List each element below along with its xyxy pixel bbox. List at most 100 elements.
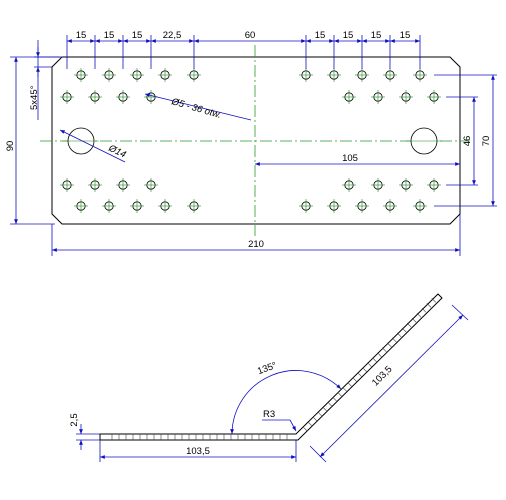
small-hole (187, 68, 201, 82)
left-leg-dimension: 103,5 (99, 440, 297, 462)
perforation-mark (337, 392, 343, 397)
right-dimensions: 46 70 (434, 74, 497, 207)
small-hole (413, 199, 427, 213)
row-spacing-label: 70 (481, 136, 492, 147)
perforation-mark (406, 322, 412, 328)
small-hole (102, 199, 116, 213)
half-length-label: 105 (342, 153, 358, 164)
perforation-mark (357, 372, 362, 377)
perforation-mark (367, 362, 372, 367)
small-hole (327, 199, 341, 213)
perforation-mark (322, 406, 328, 412)
height-label: 90 (5, 141, 16, 152)
dim-15-c: 15 (132, 30, 143, 41)
thickness-label: 2,5 (69, 413, 80, 426)
inner-height-label: 46 (462, 136, 473, 147)
small-hole (130, 199, 144, 213)
small-hole (342, 178, 356, 192)
perforation-mark (312, 416, 318, 422)
dim-15-e: 15 (343, 30, 354, 41)
perforation-mark (317, 411, 323, 417)
right-leg-label: 103,5 (370, 364, 395, 389)
small-hole (355, 199, 369, 213)
perforation-mark (387, 342, 392, 348)
bend-radius-callout: R3 (262, 409, 297, 432)
small-hole (60, 178, 74, 192)
dim-60: 60 (245, 30, 256, 41)
perforation-mark (396, 332, 402, 338)
perforation-mark (342, 387, 348, 392)
perforation-mark (411, 317, 417, 323)
small-hole (102, 68, 116, 82)
small-hole (299, 199, 313, 213)
hole-callout: Ø5 - 36 otw. (144, 93, 252, 121)
perforation-mark (352, 377, 357, 382)
large-hole-right (406, 127, 442, 155)
perforation-mark (431, 298, 437, 303)
large-hole-left (63, 127, 99, 155)
small-hole (355, 68, 369, 82)
small-hole (371, 178, 385, 192)
small-hole (399, 178, 413, 192)
perforation-mark (332, 397, 338, 402)
perforation-mark (327, 401, 333, 407)
small-hole (427, 178, 441, 192)
small-hole (144, 178, 158, 192)
perforation-mark (377, 352, 382, 358)
small-hole (383, 68, 397, 82)
perforation-mark (362, 367, 367, 372)
perforation-mark (391, 337, 397, 343)
small-hole (116, 90, 130, 104)
plate-outline (51, 56, 461, 225)
small-hole (158, 68, 172, 82)
dim-15-b: 15 (104, 30, 115, 41)
small-hole (88, 178, 102, 192)
small-hole (299, 68, 313, 82)
hole-callout-label: Ø5 - 36 otw. (169, 96, 222, 121)
perforation-mark (401, 327, 407, 333)
dim-15-a: 15 (76, 30, 87, 41)
top-dimension-chain: 15 15 15 22,5 60 15 15 15 15 (66, 30, 421, 69)
small-hole (327, 68, 341, 82)
perforation-mark (426, 302, 432, 308)
perforation-mark (307, 421, 313, 427)
perforation-mark (302, 426, 308, 432)
total-length-dimension: 210 (51, 214, 461, 256)
bend-radius-label: R3 (263, 409, 275, 420)
small-hole (427, 90, 441, 104)
perforation-mark (382, 347, 387, 353)
small-hole (383, 199, 397, 213)
perforation-mark (372, 357, 377, 363)
height-dimension: 90 (5, 56, 62, 225)
chamfer-label: 5x45° (29, 85, 40, 110)
chamfer-dimension: 5x45° (29, 40, 60, 120)
small-hole (116, 178, 130, 192)
small-hole (158, 199, 172, 213)
thickness-dimension: 2,5 (69, 413, 100, 450)
angle-label: 135° (256, 360, 278, 377)
small-hole (342, 90, 356, 104)
total-length-label: 210 (248, 239, 264, 250)
right-leg-dimension: 103,5 (309, 304, 469, 463)
half-length-dimension: 105 (255, 153, 460, 166)
small-hole (371, 90, 385, 104)
small-hole (413, 68, 427, 82)
dim-15-d: 15 (315, 30, 326, 41)
dim-15-g: 15 (400, 30, 411, 41)
plate-top-view (40, 45, 470, 236)
small-hole (130, 68, 144, 82)
perforation-mark (347, 382, 353, 387)
left-leg-label: 103,5 (186, 446, 210, 457)
angle-dimension: 135° (230, 360, 342, 435)
small-hole (74, 199, 88, 213)
perforation-mark (421, 307, 427, 313)
small-hole (187, 199, 201, 213)
dim-15-f: 15 (371, 30, 382, 41)
small-hole (74, 68, 88, 82)
small-holes (60, 68, 441, 213)
dim-22-5: 22,5 (163, 30, 182, 41)
small-hole (88, 90, 102, 104)
small-hole (399, 90, 413, 104)
perforation-mark (416, 312, 422, 318)
